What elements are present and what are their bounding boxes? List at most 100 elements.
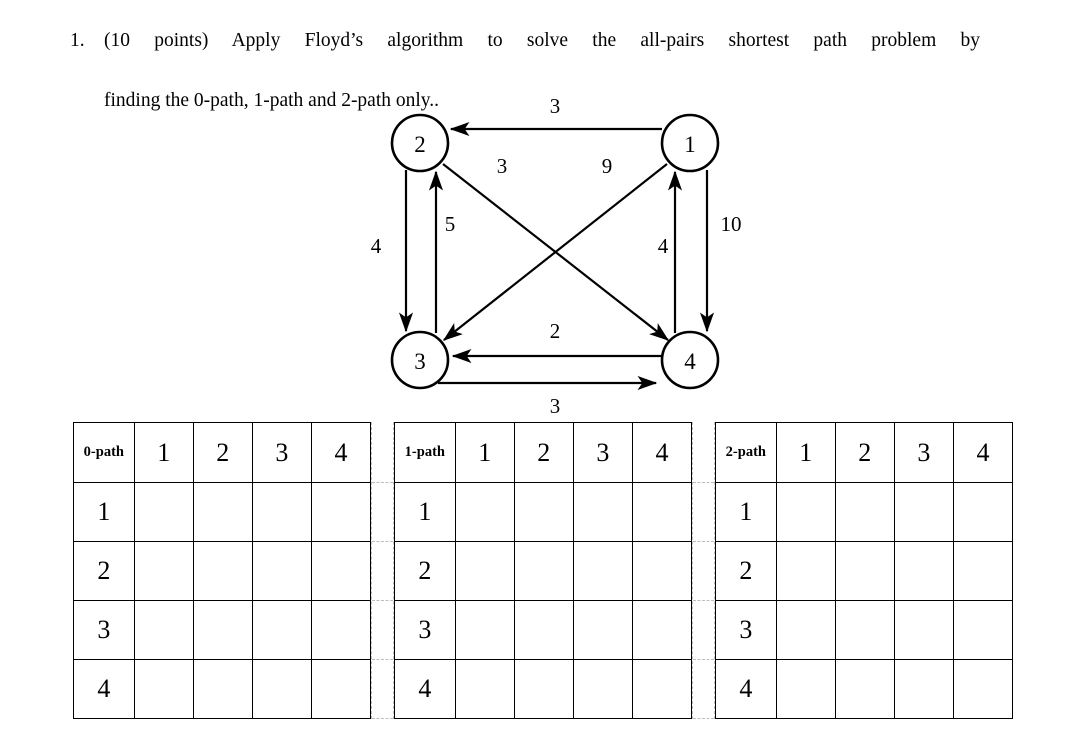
node-label-3: 3 bbox=[414, 349, 426, 374]
question-number: 1. bbox=[70, 30, 85, 51]
matrix-cell[interactable] bbox=[251, 659, 312, 719]
matrix-cell[interactable] bbox=[631, 541, 693, 601]
matrix-cell[interactable] bbox=[834, 541, 895, 601]
matrix-corner-label-0-path: 0-path bbox=[73, 422, 135, 483]
matrix-col-header-2: 2 bbox=[834, 422, 895, 483]
edge-1-to-3 bbox=[442, 163, 668, 341]
matrix-cell[interactable] bbox=[513, 541, 574, 601]
matrix-cell[interactable] bbox=[834, 659, 895, 719]
matrix-row-header-1: 1 bbox=[73, 482, 135, 542]
matrix-cell[interactable] bbox=[834, 482, 895, 542]
matrix-cell[interactable] bbox=[775, 482, 836, 542]
matrix-cell[interactable] bbox=[893, 482, 954, 542]
matrix-corner-label-1-path: 1-path bbox=[394, 422, 456, 483]
matrix-cell[interactable] bbox=[133, 659, 194, 719]
matrix-row: 1 bbox=[394, 482, 693, 542]
matrix-cell[interactable] bbox=[775, 659, 836, 719]
matrix-cell[interactable] bbox=[775, 600, 836, 660]
matrix-cell[interactable] bbox=[310, 659, 372, 719]
node-label-2: 2 bbox=[414, 132, 426, 157]
matrix-cell[interactable] bbox=[572, 541, 633, 601]
matrix-row: 4 bbox=[73, 659, 372, 719]
matrix-cell[interactable] bbox=[192, 659, 253, 719]
matrix-cell[interactable] bbox=[893, 659, 954, 719]
matrix-cell[interactable] bbox=[631, 482, 693, 542]
matrix-table-2-path: 2-path 1 2 3 4 1 2 3 bbox=[715, 422, 1014, 719]
node-circle-1[interactable] bbox=[660, 113, 720, 173]
matrix-cell[interactable] bbox=[572, 659, 633, 719]
matrix-row: 3 bbox=[394, 600, 693, 660]
matrix-row-header-1: 1 bbox=[715, 482, 777, 542]
matrix-col-header-3: 3 bbox=[251, 422, 312, 483]
graph-edges bbox=[398, 121, 715, 391]
edge-weight-3-to-2: 5 bbox=[445, 212, 456, 236]
matrix-cell[interactable] bbox=[133, 600, 194, 660]
matrix-row-header-3: 3 bbox=[715, 600, 777, 660]
table-separator-1 bbox=[371, 422, 394, 719]
graph-canvas: 2 1 3 4 3 4 5 4 10 2 3 3 9 bbox=[371, 94, 742, 418]
matrix-cell[interactable] bbox=[631, 659, 693, 719]
table-separator-2 bbox=[692, 422, 715, 719]
matrix-cell[interactable] bbox=[192, 541, 253, 601]
matrix-cell[interactable] bbox=[251, 600, 312, 660]
node-circle-3[interactable] bbox=[390, 330, 450, 390]
matrix-table-0-path: 0-path 1 2 3 4 1 2 3 bbox=[73, 422, 372, 719]
question-line-2: finding the 0-path, 1-path and 2-path on… bbox=[104, 90, 440, 111]
matrix-cell[interactable] bbox=[513, 659, 574, 719]
edge-weight-2-to-4: 3 bbox=[497, 154, 508, 178]
matrix-table-1-path: 1-path 1 2 3 4 1 2 3 bbox=[394, 422, 693, 719]
matrix-row: 1 bbox=[73, 482, 372, 542]
matrix-cell[interactable] bbox=[952, 659, 1014, 719]
matrix-header-row: 2-path 1 2 3 4 bbox=[715, 422, 1014, 483]
matrix-cell[interactable] bbox=[454, 541, 515, 601]
matrix-cell[interactable] bbox=[572, 600, 633, 660]
matrix-cell[interactable] bbox=[513, 600, 574, 660]
matrix-row: 3 bbox=[73, 600, 372, 660]
matrix-col-header-4: 4 bbox=[310, 422, 372, 483]
matrix-col-header-1: 1 bbox=[454, 422, 515, 483]
matrix-cell[interactable] bbox=[133, 482, 194, 542]
matrix-col-header-2: 2 bbox=[192, 422, 253, 483]
matrix-cell[interactable] bbox=[775, 541, 836, 601]
matrix-row: 2 bbox=[394, 541, 693, 601]
matrix-cell[interactable] bbox=[952, 600, 1014, 660]
edge-weight-1-to-2: 3 bbox=[550, 94, 561, 118]
matrix-row-header-4: 4 bbox=[394, 659, 456, 719]
matrix-cell[interactable] bbox=[572, 482, 633, 542]
graph-edge-weights: 3 4 5 4 10 2 3 3 9 bbox=[371, 94, 742, 418]
matrix-cell[interactable] bbox=[192, 600, 253, 660]
matrix-cell[interactable] bbox=[251, 482, 312, 542]
question-line-1: (10 points) Apply Floyd’s algorithm to s… bbox=[104, 30, 980, 51]
matrix-cell[interactable] bbox=[952, 482, 1014, 542]
directed-graph-figure: 2 1 3 4 3 4 5 4 10 2 3 3 9 bbox=[350, 88, 770, 423]
matrix-cell[interactable] bbox=[893, 541, 954, 601]
matrix-row: 4 bbox=[715, 659, 1014, 719]
matrix-cell[interactable] bbox=[133, 541, 194, 601]
matrix-cell[interactable] bbox=[310, 600, 372, 660]
matrix-col-header-3: 3 bbox=[572, 422, 633, 483]
matrix-cell[interactable] bbox=[454, 659, 515, 719]
matrix-cell[interactable] bbox=[251, 541, 312, 601]
node-circle-2[interactable] bbox=[390, 113, 450, 173]
matrix-cell[interactable] bbox=[310, 482, 372, 542]
node-circle-4[interactable] bbox=[660, 330, 720, 390]
matrix-row-header-3: 3 bbox=[394, 600, 456, 660]
matrix-cell[interactable] bbox=[513, 482, 574, 542]
matrix-cell[interactable] bbox=[952, 541, 1014, 601]
matrix-row-header-2: 2 bbox=[73, 541, 135, 601]
matrix-row: 4 bbox=[394, 659, 693, 719]
matrix-row: 3 bbox=[715, 600, 1014, 660]
matrix-tables-area: 0-path 1 2 3 4 1 2 3 bbox=[73, 422, 1014, 719]
matrix-cell[interactable] bbox=[310, 541, 372, 601]
matrix-row-header-1: 1 bbox=[394, 482, 456, 542]
matrix-row: 1 bbox=[715, 482, 1014, 542]
graph-nodes: 2 1 3 4 bbox=[390, 113, 720, 390]
matrix-cell[interactable] bbox=[631, 600, 693, 660]
matrix-col-header-4: 4 bbox=[952, 422, 1014, 483]
matrix-cell[interactable] bbox=[834, 600, 895, 660]
matrix-cell[interactable] bbox=[893, 600, 954, 660]
matrix-cell[interactable] bbox=[454, 600, 515, 660]
matrix-cell[interactable] bbox=[454, 482, 515, 542]
edge-weight-3-to-4: 3 bbox=[550, 394, 561, 418]
matrix-cell[interactable] bbox=[192, 482, 253, 542]
